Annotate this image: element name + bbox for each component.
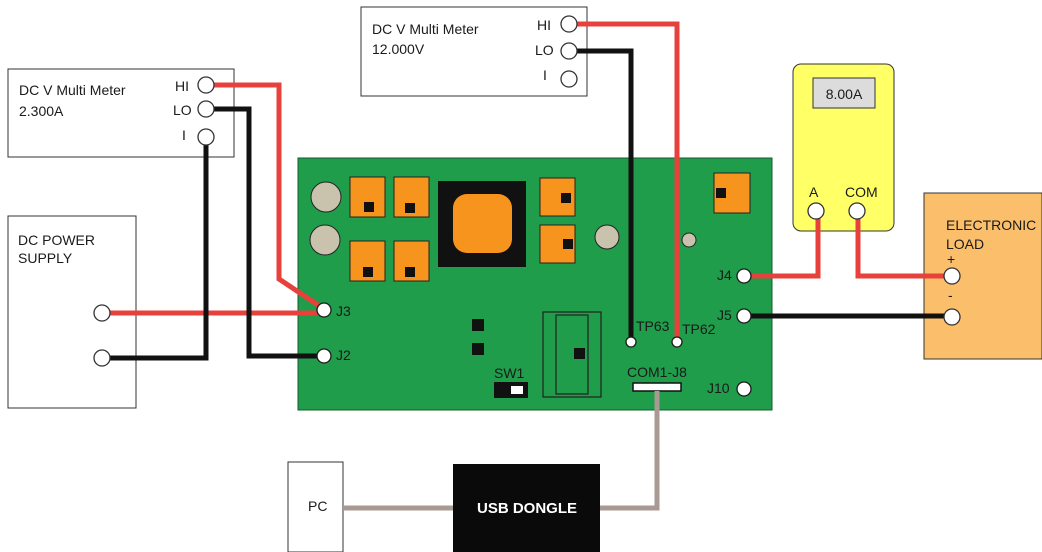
- pcb-orange-components: [349, 172, 751, 282]
- wire-ammeter-com-to-load-pos: [855, 212, 950, 279]
- terminals: [93, 15, 961, 397]
- usb-dongle: USB DONGLE: [453, 464, 600, 552]
- dc-multimeter-top: DC V Multi Meter 12.000V HI LO I: [360, 6, 588, 97]
- sw1-label: SW1: [494, 365, 525, 381]
- j10-terminal: [736, 381, 752, 397]
- wire-j4-to-ammeter-a: [744, 212, 821, 279]
- ammeter-display: 8.00A: [826, 86, 863, 102]
- load-plus-label: +: [947, 251, 955, 267]
- meter-left-hi-label: HI: [175, 78, 189, 94]
- j4-label: J4: [717, 267, 732, 283]
- meter-left-i-label: I: [182, 127, 186, 143]
- tp62-label: TP62: [682, 321, 716, 337]
- meter-left-lo-terminal: [197, 100, 215, 118]
- meter-top-hi-terminal: [560, 15, 578, 33]
- j3-label: J3: [336, 303, 351, 319]
- supply-neg-terminal: [93, 349, 111, 367]
- pcb-inductor: [438, 181, 526, 267]
- meter-top-lo-label: LO: [535, 42, 554, 58]
- wire-meter-left-i-to-supply-neg: [102, 137, 209, 361]
- meter-left-title: DC V Multi Meter: [19, 82, 126, 98]
- usb-dongle-label: USB DONGLE: [477, 500, 577, 517]
- meter-left-reading: 2.300A: [19, 103, 64, 119]
- pc-label: PC: [308, 498, 327, 514]
- meter-top-i-label: I: [543, 67, 547, 83]
- wire-meter-top-lo-to-tp63: [569, 48, 634, 342]
- supply-pos-terminal: [93, 304, 111, 322]
- load-title-line2: LOAD: [946, 236, 984, 252]
- j10-label: J10: [707, 380, 730, 396]
- load-pos-terminal: [943, 267, 961, 285]
- power-supply-title-line2: SUPPLY: [18, 250, 73, 266]
- meter-left-lo-label: LO: [173, 102, 192, 118]
- meter-top-hi-label: HI: [537, 17, 551, 33]
- wire-meter-left-lo-to-j2: [206, 106, 324, 359]
- tp63-label: TP63: [636, 318, 670, 334]
- j4-terminal: [736, 268, 752, 284]
- wires: [102, 21, 950, 511]
- load-title-line1: ELECTRONIC: [946, 217, 1036, 233]
- meter-top-title: DC V Multi Meter: [372, 21, 479, 37]
- com-label: COM1-J8: [627, 364, 687, 380]
- dc-multimeter-left: DC V Multi Meter 2.300A HI LO I: [7, 68, 235, 158]
- meter-top-i-terminal: [560, 70, 578, 88]
- wire-com-to-dongle: [600, 391, 660, 511]
- ammeter-com-terminal: [848, 202, 866, 220]
- meter-top-reading: 12.000V: [372, 41, 425, 57]
- tp63-pad: [625, 336, 637, 348]
- wire-meter-top-hi-to-tp62: [569, 21, 680, 342]
- pcb-board: SW1 COM1-J8 J3 J2 J4 J5 J10 TP63 TP62: [297, 157, 773, 411]
- ammeter-a-label: A: [809, 184, 819, 200]
- wire-meter-left-hi-to-j3: [206, 82, 326, 312]
- meter-left-hi-terminal: [197, 76, 215, 94]
- sw1-switch[interactable]: SW1: [494, 365, 528, 398]
- j2-label: J2: [336, 347, 351, 363]
- load-neg-terminal: [943, 308, 961, 326]
- load-minus-label: -: [948, 287, 953, 303]
- meter-left-i-terminal: [197, 128, 215, 146]
- pc-box: PC: [287, 461, 344, 552]
- ammeter-com-label: COM: [845, 184, 878, 200]
- ammeter: 8.00A A COM: [792, 63, 895, 232]
- j3-terminal: [316, 302, 332, 318]
- j5-label: J5: [717, 307, 732, 323]
- pcb-connector-block: [542, 311, 602, 398]
- power-supply-title-line1: DC POWER: [18, 232, 95, 248]
- tp62-pad: [671, 336, 683, 348]
- j5-terminal: [736, 308, 752, 324]
- j2-terminal: [316, 348, 332, 364]
- com-connector: COM1-J8: [627, 364, 687, 392]
- ammeter-a-terminal: [807, 202, 825, 220]
- meter-top-lo-terminal: [560, 42, 578, 60]
